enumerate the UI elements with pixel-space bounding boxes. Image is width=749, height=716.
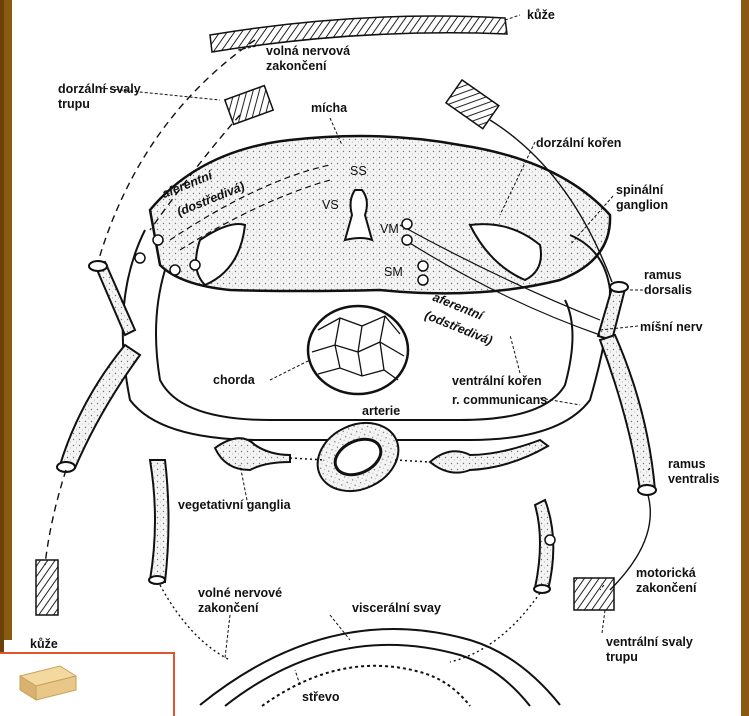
label-ramus-dorsalis-1: ramus: [644, 268, 682, 282]
intestine: [200, 629, 560, 705]
label-strevo: střevo: [302, 690, 340, 704]
label-ramus-ventralis-2: ventralis: [668, 472, 719, 486]
label-volna-nervova-1: volná nervová: [266, 44, 350, 58]
label-ventralni-koren: ventrální kořen: [452, 374, 542, 388]
right-ramus-dorsalis: [598, 285, 626, 340]
label-arterie: arterie: [362, 404, 400, 418]
label-chorda: chorda: [213, 373, 255, 387]
ganglion-left-lower: [150, 460, 169, 582]
label-r-communicans: r. communicans: [452, 393, 547, 407]
label-spinalni-2: ganglion: [616, 198, 668, 212]
label-ramus-dorsalis-2: dorsalis: [644, 283, 692, 297]
label-volne-nervove-1: volné nervové: [198, 586, 282, 600]
ganglion-left-upper: [215, 438, 290, 470]
label-dorzalni-koren: dorzální kořen: [536, 136, 621, 150]
label-volne-nervove-2: zakončení: [198, 601, 258, 615]
label-vs: VS: [322, 198, 339, 212]
label-vegetativni-ganglia: vegetativní ganglia: [178, 498, 291, 512]
label-visceralni-svaly: viscerální svay: [352, 601, 441, 615]
label-ventralni-svaly-1: ventrální svaly: [606, 635, 693, 649]
ventral-muscle: [574, 578, 614, 610]
label-dorzalni-svaly-2: trupu: [58, 97, 90, 111]
label-sm: SM: [384, 265, 403, 279]
skin-bottom-left: [36, 560, 58, 615]
label-ss: SS: [350, 164, 367, 178]
label-dorzalni-svaly-1: dorzální svaly: [58, 82, 141, 96]
label-ventralni-svaly-2: trupu: [606, 650, 638, 664]
label-motoricka-1: motorická: [636, 566, 696, 580]
label-spinalni-1: spinální: [616, 183, 663, 197]
dorsal-muscle-left: [225, 86, 273, 125]
label-misni-nerv: míšní nerv: [640, 320, 703, 334]
wood-block-icon: [12, 662, 82, 702]
label-micha: mícha: [311, 101, 347, 115]
thumbnail-frame: [0, 652, 175, 716]
label-kuze-bottom: kůže: [30, 637, 58, 651]
ganglion-right-upper: [430, 440, 548, 473]
label-ramus-ventralis-1: ramus: [668, 457, 706, 471]
left-ramus-ventralis: [60, 345, 140, 468]
label-volna-nervova-2: zakončení: [266, 59, 326, 73]
label-vm: VM: [380, 222, 399, 236]
label-kuze-top: kůže: [527, 8, 555, 22]
right-ramus-ventralis: [600, 335, 655, 490]
label-motoricka-2: zakončení: [636, 581, 696, 595]
